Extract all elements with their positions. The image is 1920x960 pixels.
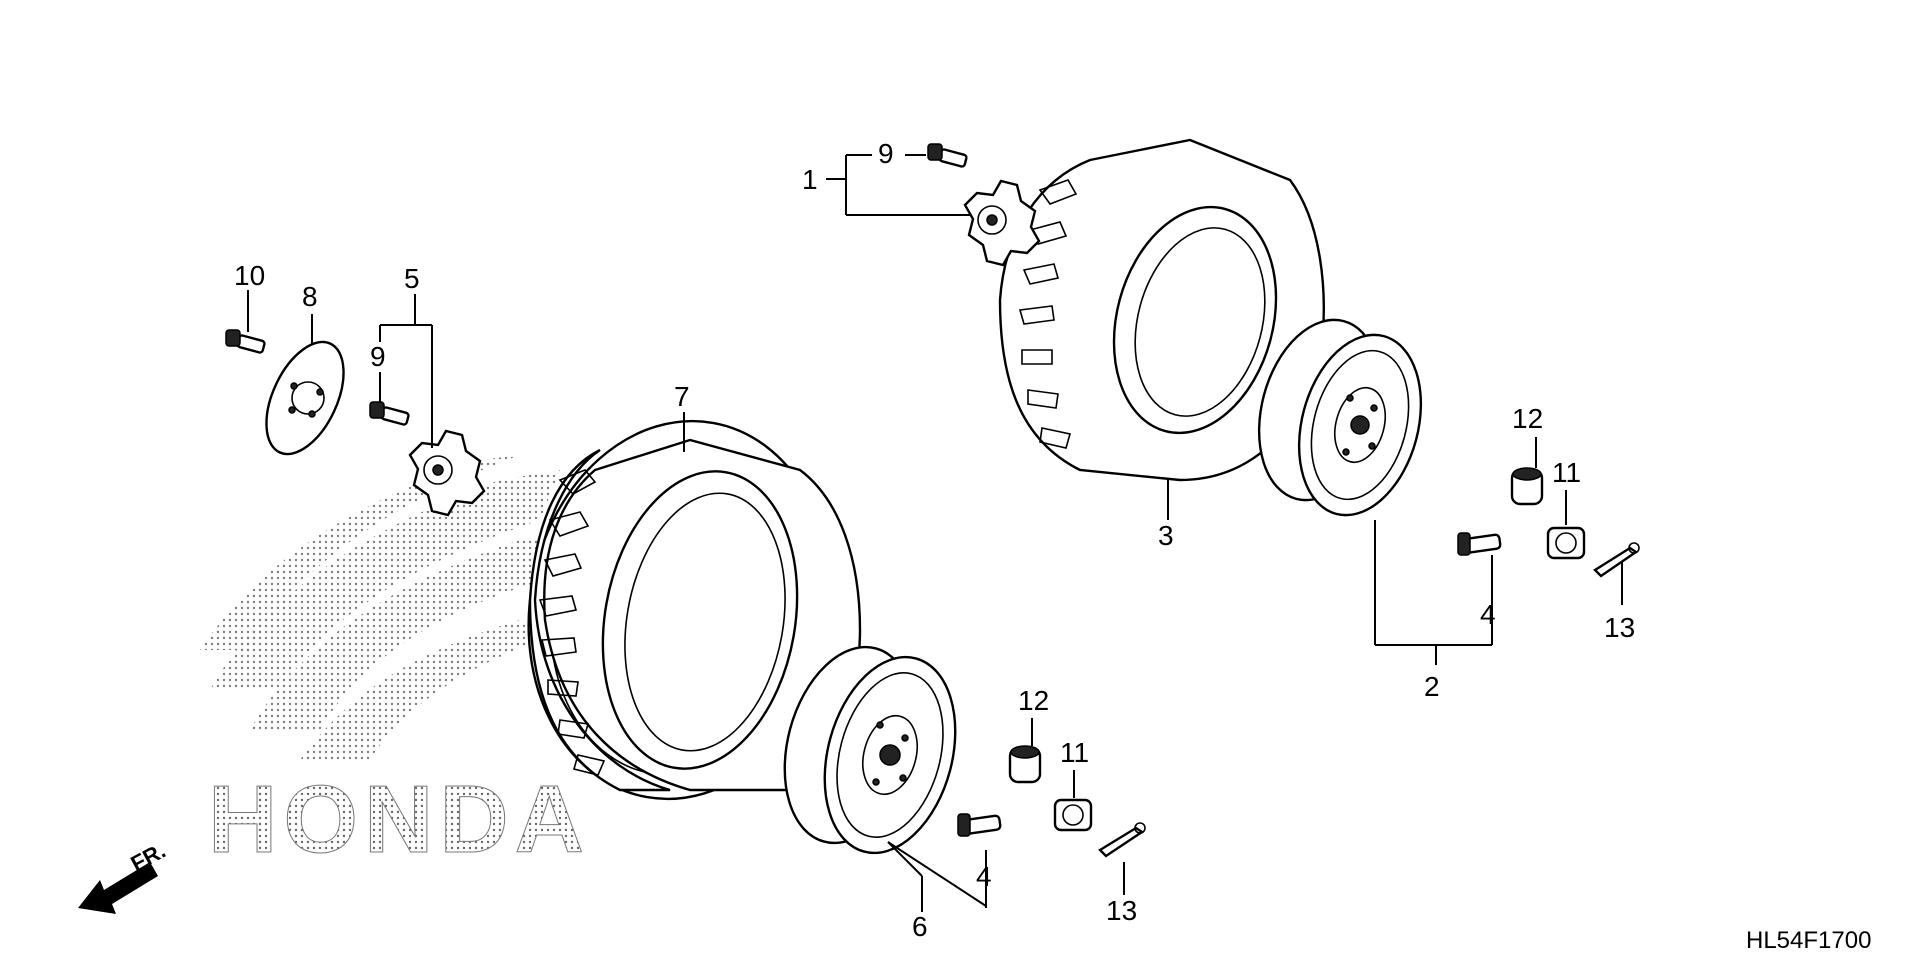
callout-7: 7 bbox=[674, 381, 690, 412]
callout-8: 8 bbox=[302, 281, 318, 312]
callout-9-top: 9 bbox=[878, 138, 894, 169]
callout-6: 6 bbox=[912, 911, 928, 942]
direction-label: FR. bbox=[127, 838, 170, 877]
callout-13-rear: 13 bbox=[1604, 612, 1635, 643]
cap-12-front bbox=[1008, 745, 1042, 784]
callouts: 1 9 2 3 4 12 11 13 10 8 5 9 7 12 11 4 6 … bbox=[234, 138, 1635, 942]
tire-front bbox=[527, 419, 862, 801]
callout-11-front: 11 bbox=[1060, 737, 1089, 768]
bolt-10 bbox=[225, 329, 266, 354]
bolt-9-left bbox=[369, 401, 410, 426]
nut-11-front bbox=[1053, 798, 1093, 832]
callout-11-rear: 11 bbox=[1552, 457, 1581, 488]
hub-1 bbox=[963, 179, 1041, 267]
callout-10: 10 bbox=[234, 260, 265, 291]
callout-5: 5 bbox=[404, 263, 420, 294]
callout-1: 1 bbox=[802, 164, 818, 195]
callout-12-front: 12 bbox=[1018, 685, 1049, 716]
honda-wing-logo bbox=[200, 455, 560, 760]
callout-3: 3 bbox=[1158, 520, 1174, 551]
hub-5 bbox=[408, 429, 486, 517]
cotter-pin-13-front bbox=[1098, 822, 1146, 858]
bolt-9-top bbox=[927, 143, 968, 168]
cap-12-rear bbox=[1510, 467, 1544, 506]
honda-watermark-text: HONDA bbox=[208, 766, 590, 873]
wheel-front bbox=[783, 645, 957, 855]
callout-12-rear: 12 bbox=[1512, 403, 1543, 434]
callout-4-rear: 4 bbox=[1480, 599, 1496, 630]
valve-stem-rear bbox=[1457, 532, 1502, 556]
cotter-pin-13-rear bbox=[1593, 542, 1640, 578]
plate-8 bbox=[265, 340, 345, 456]
leader-lines bbox=[247, 154, 1623, 912]
callout-2: 2 bbox=[1424, 671, 1440, 702]
diagram-code: HL54F1700 bbox=[1746, 927, 1871, 954]
callout-13-front: 13 bbox=[1106, 895, 1137, 926]
callout-4-front: 4 bbox=[976, 861, 992, 892]
tire-rear bbox=[998, 138, 1325, 482]
nut-11-rear bbox=[1546, 526, 1586, 560]
valve-stem-front bbox=[957, 813, 1002, 837]
callout-9-left: 9 bbox=[370, 341, 386, 372]
front-direction-arrow-icon bbox=[78, 862, 158, 914]
wheel-rear bbox=[1257, 318, 1423, 517]
